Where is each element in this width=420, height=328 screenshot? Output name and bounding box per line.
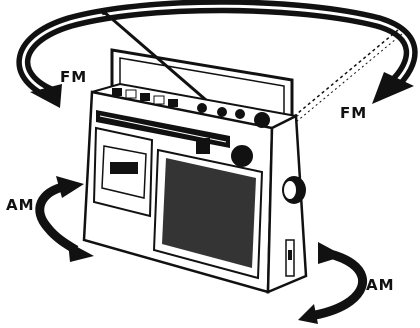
am-right-arrow	[298, 242, 363, 324]
fm-rotation-arrow	[23, 6, 414, 108]
am-left-label: AM	[6, 196, 35, 214]
am-right-label: AM	[366, 276, 395, 294]
band-indicator	[196, 138, 210, 154]
fm-right-label: FM	[340, 104, 367, 122]
level-meter	[230, 144, 254, 168]
fm-left-label: FM	[60, 68, 87, 86]
cassette-deck	[94, 128, 152, 216]
side-tuning-knob	[282, 176, 306, 204]
radio-body	[84, 50, 306, 292]
